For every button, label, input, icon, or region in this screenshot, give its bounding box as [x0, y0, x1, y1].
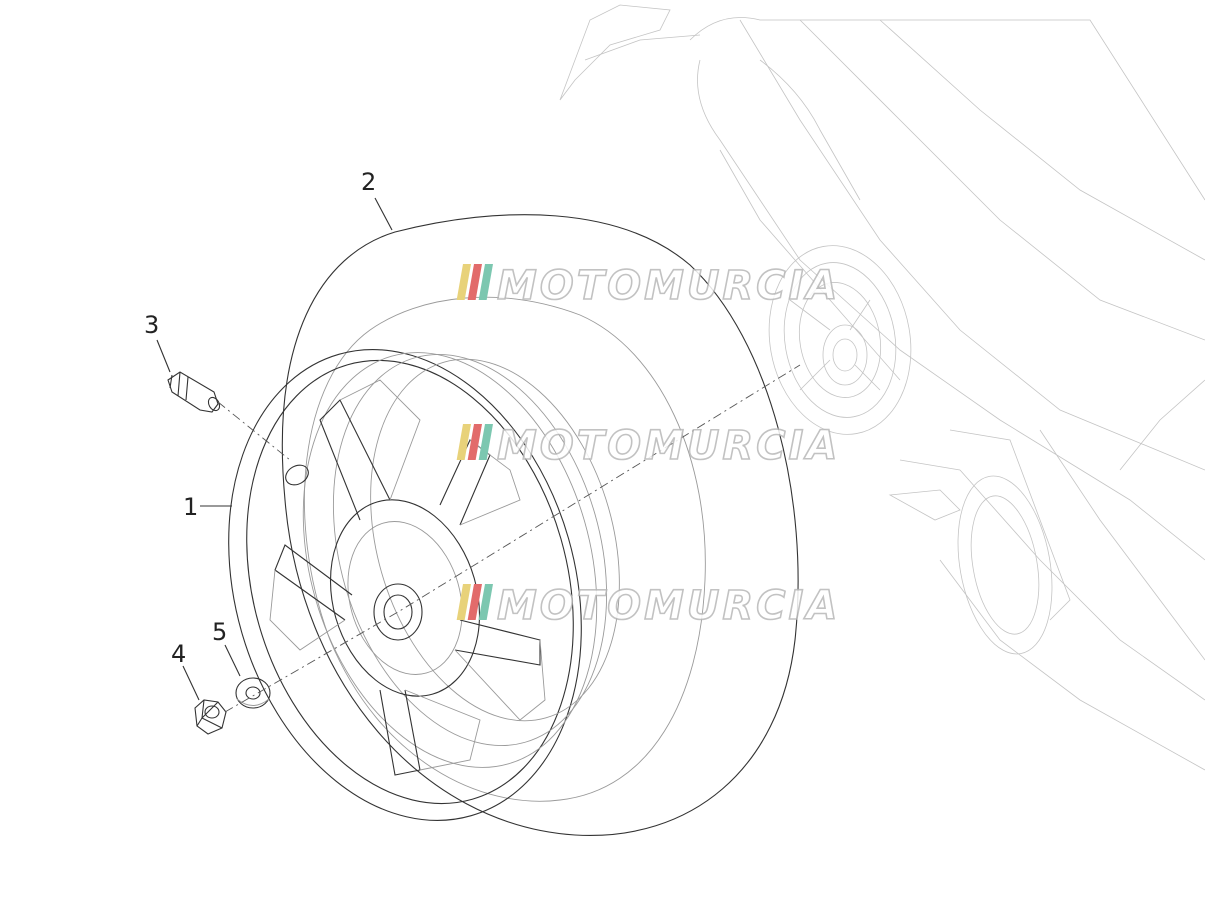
callout-1: 1	[183, 493, 198, 521]
tyre-part-2	[281, 214, 799, 837]
callout-5: 5	[212, 618, 227, 646]
scooter-body-outline	[559, 4, 1205, 771]
watermark-middle: MOTOMURCIA	[456, 422, 840, 470]
nut-part-4	[194, 699, 227, 735]
watermark-text: MOTOMURCIA	[497, 583, 840, 629]
rear-hub-assembly	[768, 245, 1053, 655]
watermark-text: MOTOMURCIA	[497, 423, 840, 469]
washer-part-5	[235, 677, 271, 709]
callout-2: 2	[361, 168, 376, 196]
wheel-rim-part-1	[228, 349, 620, 821]
tyre-valve-part-3	[167, 371, 221, 413]
leader-lines	[156, 197, 393, 701]
watermark-bottom: MOTOMURCIA	[456, 582, 840, 630]
callout-3: 3	[144, 311, 159, 339]
callout-4: 4	[171, 640, 186, 668]
assembly-axis-lines	[217, 364, 801, 713]
watermark-text: MOTOMURCIA	[497, 263, 840, 309]
watermark-top: MOTOMURCIA	[456, 262, 840, 310]
